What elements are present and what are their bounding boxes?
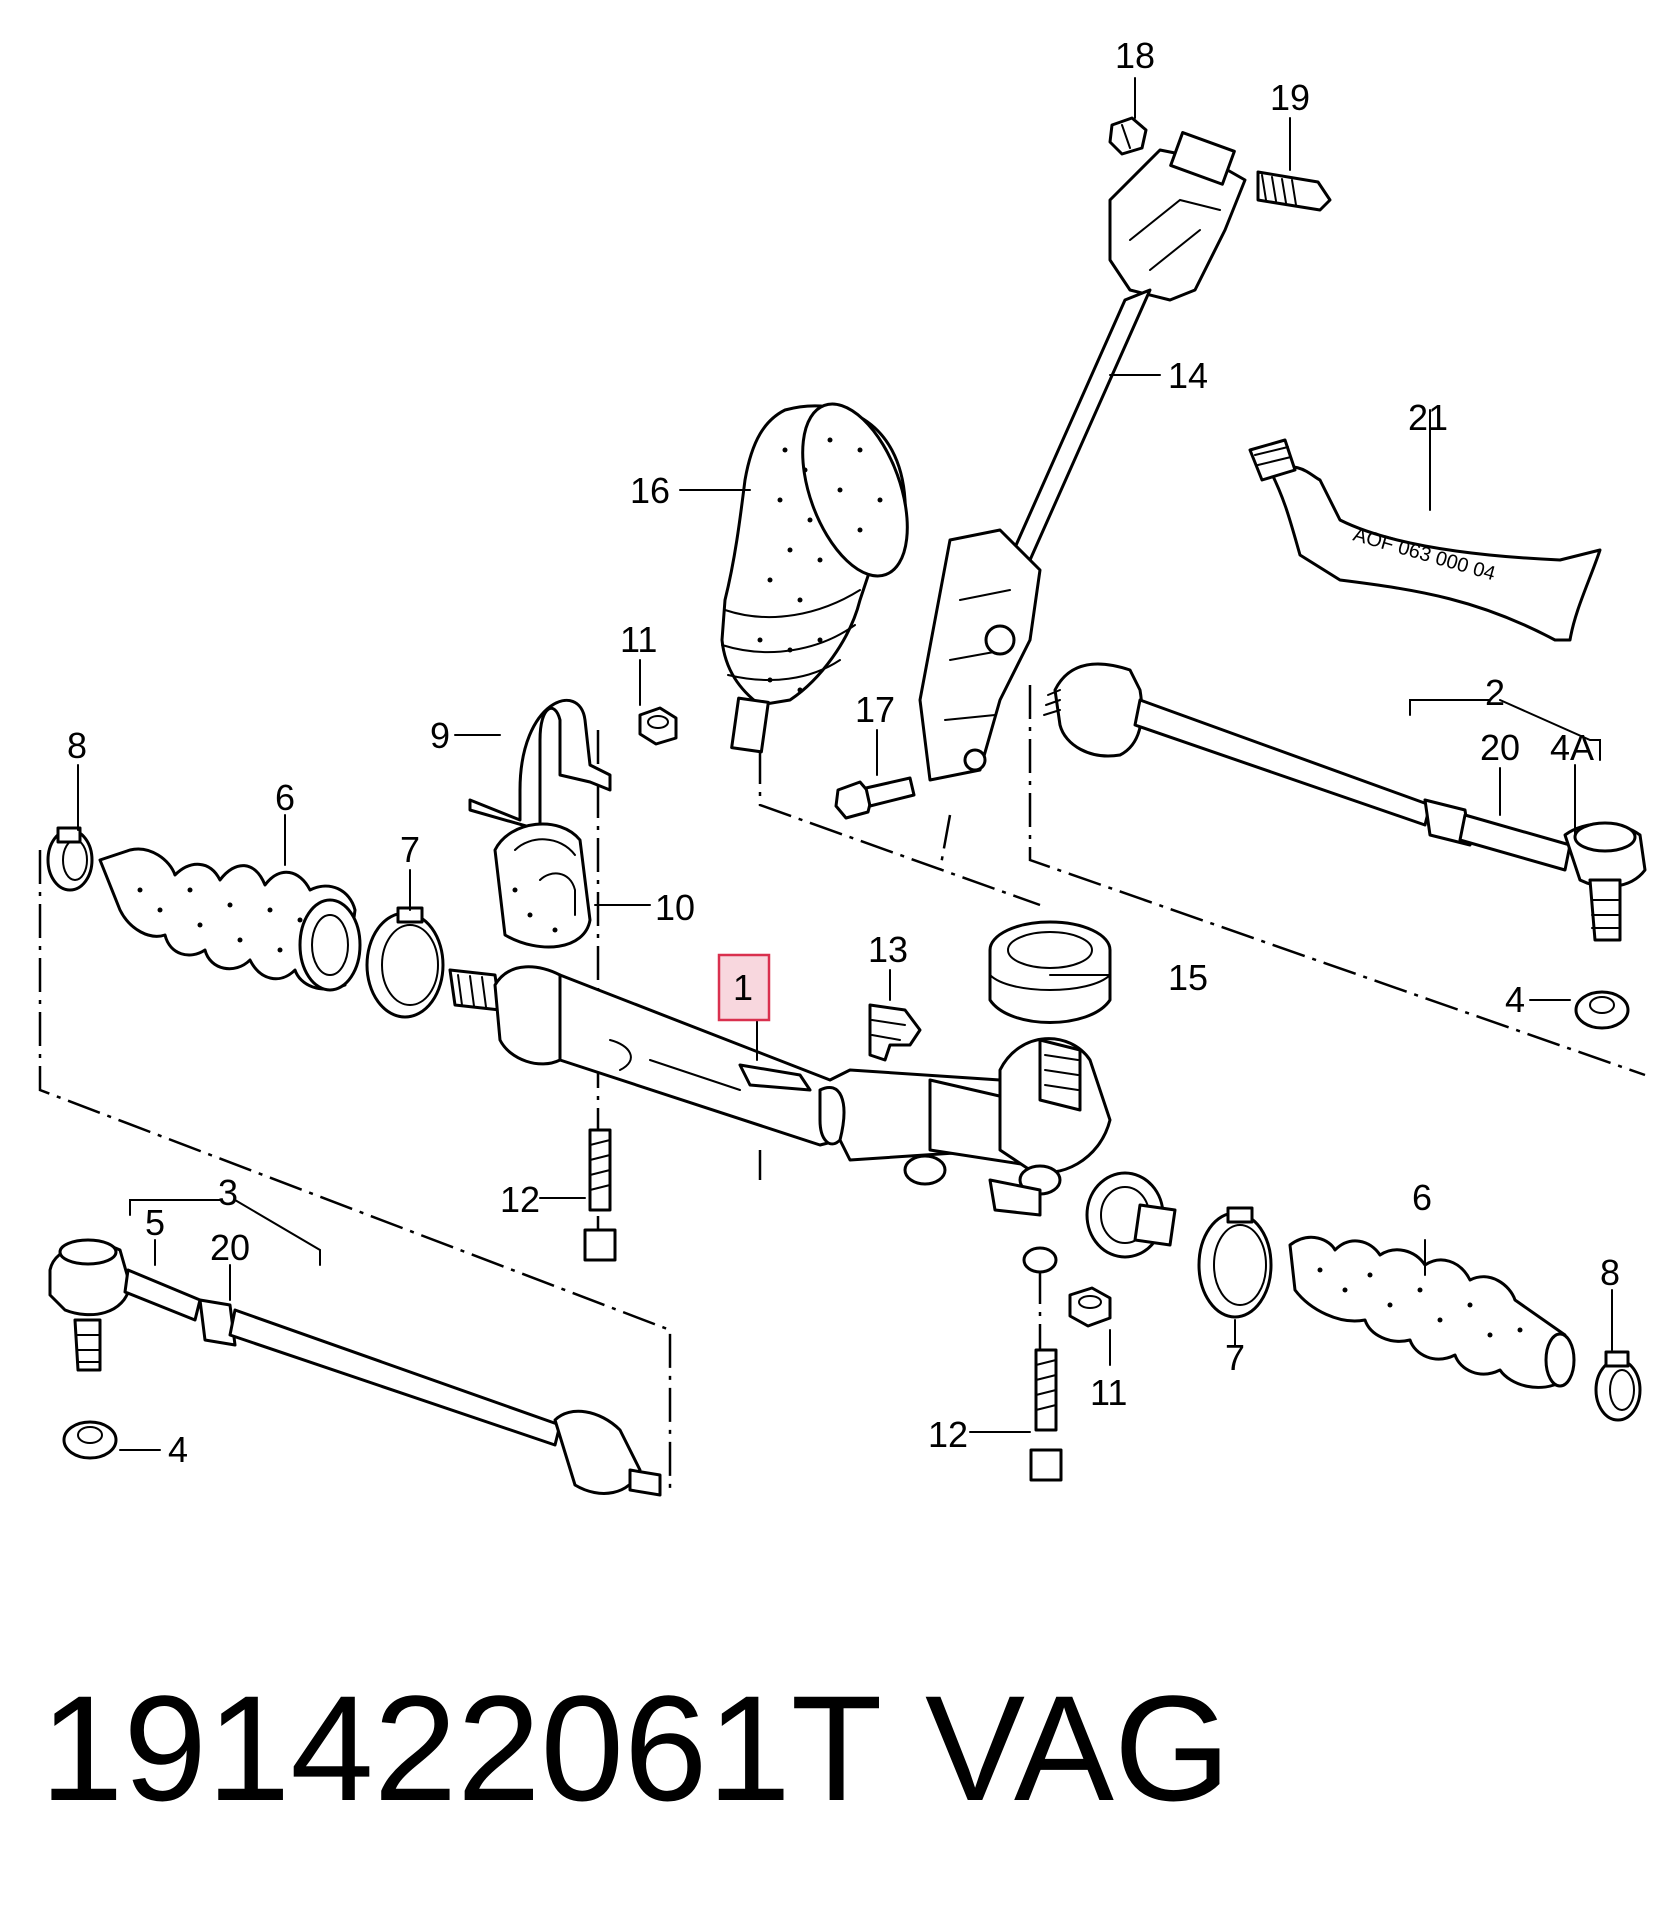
callout-17: 17 xyxy=(855,689,895,730)
part-17-bolt xyxy=(834,776,916,820)
part-3-left-tie-rod xyxy=(48,1238,662,1497)
part-12-left-bolt xyxy=(583,1128,617,1262)
callout-7-right: 7 xyxy=(1225,1337,1245,1378)
callout-12-right: 12 xyxy=(928,1414,968,1455)
callout-11-lower: 11 xyxy=(1090,1372,1127,1413)
callout-19: 19 xyxy=(1270,77,1310,118)
part-10-rubber-mount xyxy=(493,822,592,949)
part-1-steering-rack-housing xyxy=(448,965,1177,1274)
callout-12-left: 12 xyxy=(500,1179,540,1220)
part-1-highlight-box xyxy=(717,953,771,1022)
callout-6-right: 6 xyxy=(1412,1177,1432,1218)
assembly-guide-lines xyxy=(38,685,1646,1490)
callout-14: 14 xyxy=(1168,355,1208,396)
part-18-nut xyxy=(1108,116,1148,156)
callout-15: 15 xyxy=(1168,957,1208,998)
callout-20-left: 20 xyxy=(210,1227,250,1268)
part-14-steering-shaft xyxy=(918,131,1247,782)
callout-16: 16 xyxy=(630,470,670,511)
part-7-left-clip xyxy=(365,906,445,1019)
callout-3: 3 xyxy=(218,1172,238,1213)
part-16-dust-boot xyxy=(720,402,909,754)
callout-9: 9 xyxy=(430,715,450,756)
callout-4-right: 4 xyxy=(1505,979,1525,1020)
callout-6-left: 6 xyxy=(275,777,295,818)
callout-13: 13 xyxy=(868,929,908,970)
part-2-right-tie-rod xyxy=(1043,662,1647,942)
part-11-lower-nut xyxy=(1068,1286,1112,1328)
callout-18: 18 xyxy=(1115,35,1155,76)
callout-11-upper: 11 xyxy=(620,619,657,660)
callout-4-left: 4 xyxy=(168,1429,188,1470)
part-15-seal xyxy=(988,920,1112,1024)
part-7-right-clip xyxy=(1197,1206,1273,1319)
callout-20-right: 20 xyxy=(1480,727,1520,768)
part-4-right-nut xyxy=(1574,990,1630,1030)
callout-8-left: 8 xyxy=(67,725,87,766)
group-braces xyxy=(129,699,1601,1266)
callout-7-left: 7 xyxy=(400,829,420,870)
callout-labels: 1 2 3 4 4 4A 5 6 6 7 7 8 8 9 10 11 11 12… xyxy=(67,35,1620,1470)
part-8-right-clamp xyxy=(1594,1350,1642,1422)
callout-4A: 4A xyxy=(1550,727,1594,768)
part-21-grease-tube: AOF 063 000 04 xyxy=(1248,438,1602,642)
callout-21: 21 xyxy=(1408,397,1448,438)
leader-lines xyxy=(77,77,1613,1451)
part-9-clamp-bracket xyxy=(468,699,612,832)
part-number: 191422061T xyxy=(40,1664,882,1832)
callout-5: 5 xyxy=(145,1202,165,1243)
callout-2: 2 xyxy=(1485,672,1505,713)
part-8-left-clamp xyxy=(46,826,94,892)
part-11-upper-nut xyxy=(638,706,678,746)
part-12-right-bolt xyxy=(1029,1348,1063,1482)
part-6-right-bellows xyxy=(1288,1235,1576,1389)
part-13-clip xyxy=(868,1003,922,1062)
brand-name: VAG xyxy=(925,1664,1231,1832)
part-6-left-bellows xyxy=(98,847,362,992)
callout-10: 10 xyxy=(655,887,695,928)
part-4-left-nut xyxy=(62,1420,118,1460)
callout-8-right: 8 xyxy=(1600,1252,1620,1293)
part-19-bolt xyxy=(1256,170,1332,212)
callout-1: 1 xyxy=(733,967,753,1008)
